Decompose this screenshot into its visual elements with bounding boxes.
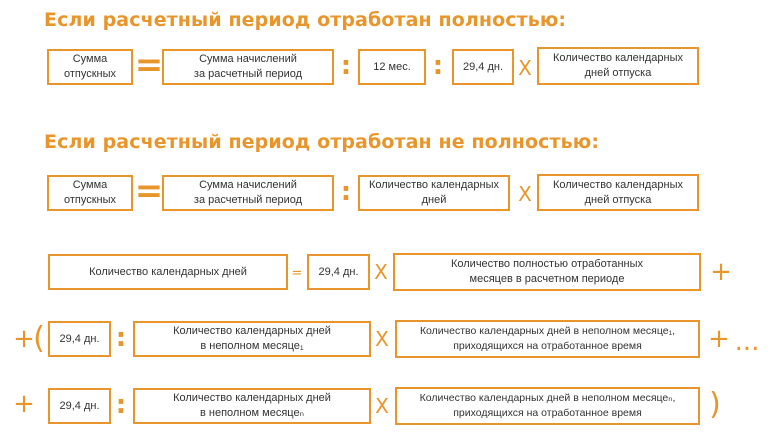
plus-sign: + xyxy=(13,324,35,354)
full-months-box: Количество полностью отработанных месяце… xyxy=(393,253,701,291)
months-box: 12 мес. xyxy=(358,49,426,85)
equals-sign: = xyxy=(291,265,303,281)
heading-partial-period: Если расчетный период отработан не полно… xyxy=(44,131,600,153)
divide-sign: : xyxy=(340,51,352,81)
multiply-sign: X xyxy=(375,327,389,351)
accruals-box: Сумма начислений за расчетный период xyxy=(162,49,334,85)
multiply-sign: X xyxy=(518,56,532,80)
equals-sign: = xyxy=(134,45,164,85)
avg-days-box: 29,4 дн. xyxy=(48,321,111,357)
equals-sign: = xyxy=(134,171,164,211)
worked-days-box: Количество календарных дней в неполном м… xyxy=(395,387,700,425)
plus-sign: + xyxy=(708,324,730,354)
avg-days-box: 29,4 дн. xyxy=(48,388,111,424)
accruals-box: Сумма начислений за расчетный период xyxy=(162,175,334,211)
calendar-days-total-box: Количество календарных дней xyxy=(48,254,288,290)
vacation-pay-box: Сумма отпускных xyxy=(47,175,133,211)
partial-month-days-box: Количество календарных дней в неполном м… xyxy=(133,321,371,357)
plus-sign: + xyxy=(710,257,732,287)
worked-days-box: Количество календарных дней в неполном м… xyxy=(395,320,700,358)
plus-sign: + xyxy=(13,389,35,419)
avg-days-box: 29,4 дн. xyxy=(452,49,514,85)
open-parenthesis: ( xyxy=(33,321,45,356)
multiply-sign: X xyxy=(518,182,532,206)
vacation-days-box: Количество календарных дней отпуска xyxy=(537,47,699,85)
multiply-sign: X xyxy=(375,394,389,418)
divide-sign: : xyxy=(340,177,352,207)
divide-sign: : xyxy=(115,323,127,353)
heading-full-period: Если расчетный период отработан полность… xyxy=(44,9,567,31)
multiply-sign: X xyxy=(374,260,388,284)
ellipsis: ... xyxy=(734,327,760,357)
vacation-days-box: Количество календарных дней отпуска xyxy=(537,174,699,211)
vacation-pay-box: Сумма отпускных xyxy=(47,49,133,85)
close-parenthesis: ) xyxy=(709,387,721,422)
divide-sign: : xyxy=(432,51,444,81)
calendar-days-box: Количество календарных дней xyxy=(358,175,510,211)
partial-month-days-box: Количество календарных дней в неполном м… xyxy=(133,388,371,424)
avg-days-box: 29,4 дн. xyxy=(307,254,370,290)
divide-sign: : xyxy=(115,390,127,420)
